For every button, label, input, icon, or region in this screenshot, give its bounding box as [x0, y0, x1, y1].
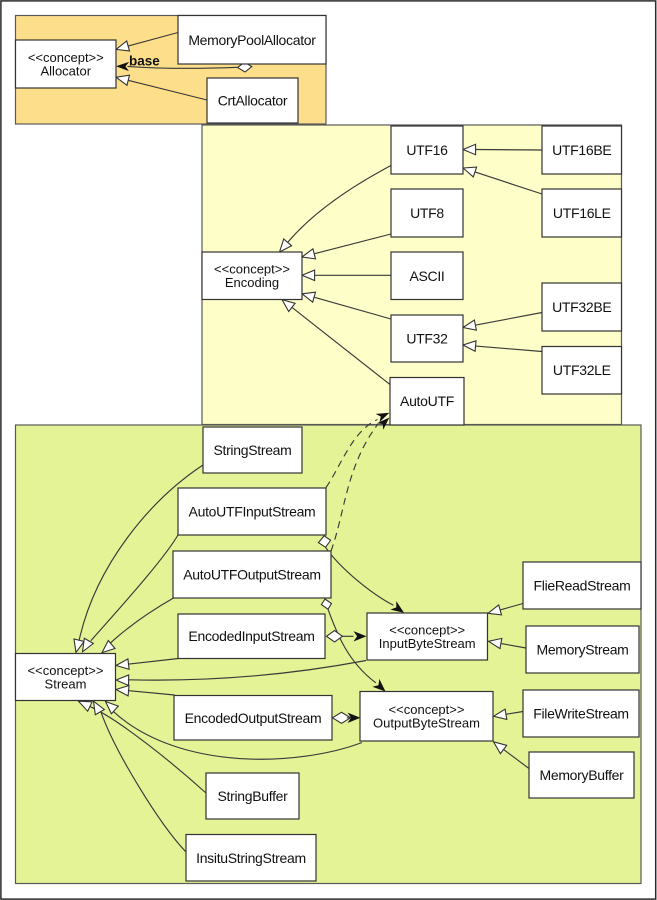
svg-text:MemoryBuffer: MemoryBuffer — [539, 767, 624, 783]
svg-text:UTF32: UTF32 — [406, 331, 448, 347]
svg-text:FileWriteStream: FileWriteStream — [533, 706, 629, 722]
svg-text:UTF16LE: UTF16LE — [553, 205, 611, 221]
svg-text:AutoUTFOutputStream: AutoUTFOutputStream — [183, 567, 320, 583]
svg-text:StringStream: StringStream — [213, 442, 291, 458]
svg-text:Stream: Stream — [45, 676, 87, 691]
svg-text:EncodedOutputStream: EncodedOutputStream — [185, 710, 322, 726]
svg-text:Allocator: Allocator — [41, 63, 92, 78]
svg-text:<<concept>>: <<concept>> — [389, 702, 465, 717]
svg-text:MemoryPoolAllocator: MemoryPoolAllocator — [188, 32, 316, 48]
svg-text:ASCII: ASCII — [409, 268, 444, 284]
svg-text:FlieReadStream: FlieReadStream — [534, 578, 631, 594]
svg-text:UTF16: UTF16 — [406, 142, 448, 158]
svg-text:AutoUTFInputStream: AutoUTFInputStream — [189, 504, 316, 520]
svg-text:AutoUTF: AutoUTF — [400, 393, 454, 409]
svg-text:OutputByteStream: OutputByteStream — [373, 716, 480, 731]
svg-text:StringBuffer: StringBuffer — [217, 788, 288, 804]
svg-text:UTF32LE: UTF32LE — [553, 362, 611, 378]
svg-text:CrtAllocator: CrtAllocator — [218, 93, 288, 109]
svg-text:EncodedInputStream: EncodedInputStream — [188, 628, 314, 644]
svg-text:<<concept>>: <<concept>> — [28, 50, 104, 65]
svg-text:UTF8: UTF8 — [410, 205, 444, 221]
svg-text:Encoding: Encoding — [225, 275, 279, 290]
svg-text:base: base — [129, 54, 160, 69]
svg-text:UTF32BE: UTF32BE — [552, 299, 611, 315]
svg-text:InputByteStream: InputByteStream — [379, 636, 476, 651]
svg-text:<<concept>>: <<concept>> — [389, 622, 465, 637]
svg-text:<<concept>>: <<concept>> — [28, 663, 104, 678]
svg-text:InsituStringStream: InsituStringStream — [196, 850, 306, 866]
svg-text:MemoryStream: MemoryStream — [536, 642, 628, 658]
svg-text:<<concept>>: <<concept>> — [214, 262, 290, 277]
svg-text:UTF16BE: UTF16BE — [552, 142, 611, 158]
